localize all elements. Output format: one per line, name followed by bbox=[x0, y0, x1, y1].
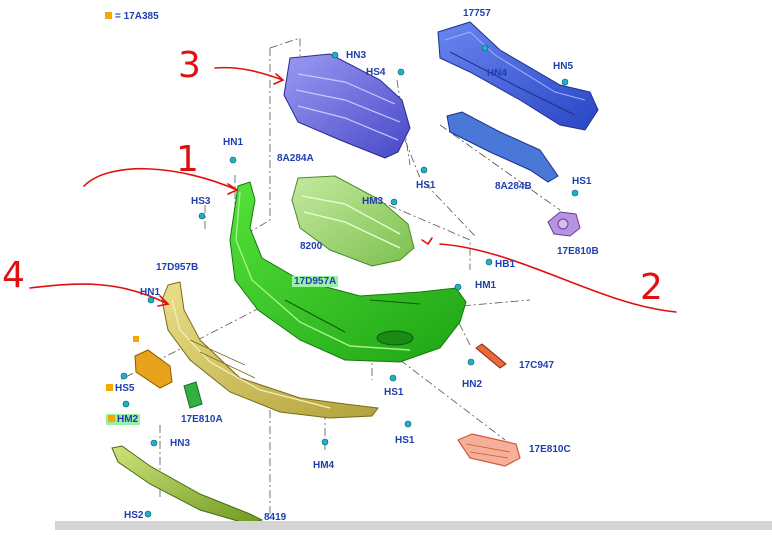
label-hs1-c: HS1 bbox=[384, 387, 404, 398]
annotation-4: 4 bbox=[2, 255, 25, 296]
hs5-swatch bbox=[106, 384, 113, 391]
arrow-2 bbox=[439, 243, 677, 313]
label-hs4: HS4 bbox=[366, 67, 386, 78]
fastener-hm1 bbox=[454, 283, 462, 291]
label-hm1: HM1 bbox=[475, 280, 497, 291]
label-hs5: HS5 bbox=[106, 383, 134, 394]
strip-17c947 bbox=[475, 343, 507, 369]
label-hn3-low: HN3 bbox=[170, 438, 191, 449]
label-hs5-text: HS5 bbox=[115, 383, 135, 394]
label-hn3-top: HN3 bbox=[346, 50, 367, 61]
bumper-cover-17d957a bbox=[229, 181, 467, 363]
reinforcement-beam-17757 bbox=[437, 21, 599, 131]
label-hs1-a: HS1 bbox=[416, 180, 436, 191]
arrow-3 bbox=[214, 66, 284, 81]
label-hs1-b: HS1 bbox=[572, 176, 592, 187]
valance-17d957b bbox=[161, 281, 379, 419]
label-8200: 8200 bbox=[300, 241, 323, 252]
label-hm3: HM3 bbox=[362, 196, 384, 207]
fastener-hn3-top bbox=[331, 51, 339, 59]
fastener-hs3 bbox=[198, 212, 206, 220]
label-17e810c: 17E810C bbox=[529, 444, 571, 455]
label-hm4: HM4 bbox=[313, 460, 335, 471]
annotation-3: 3 bbox=[178, 45, 201, 86]
fastener-hm2 bbox=[122, 400, 130, 408]
fastener-hs1-a bbox=[420, 166, 428, 174]
label-8419: 8419 bbox=[264, 512, 287, 523]
legend-text: = 17A385 bbox=[115, 11, 159, 22]
label-hs3: HS3 bbox=[191, 196, 211, 207]
label-hb1: HB1 bbox=[495, 259, 516, 270]
label-8a284a: 8A284A bbox=[277, 153, 314, 164]
fastener-hs1-d bbox=[404, 420, 412, 428]
annotation-2: 2 bbox=[640, 267, 663, 308]
fastener-hs1-c bbox=[389, 374, 397, 382]
label-hn2: HN2 bbox=[462, 379, 483, 390]
fastener-17757 bbox=[481, 44, 489, 52]
fastener-hs2 bbox=[144, 510, 152, 518]
fastener-hn2 bbox=[467, 358, 475, 366]
reflector-17e810c bbox=[457, 433, 521, 467]
fastener-hn1-top bbox=[229, 156, 237, 164]
cover-17e810b bbox=[547, 211, 581, 237]
bracket-17a385 bbox=[133, 336, 173, 389]
plate-17e810a bbox=[183, 381, 203, 409]
label-hn5: HN5 bbox=[553, 61, 574, 72]
label-17e810a: 17E810A bbox=[181, 414, 223, 425]
label-hm2: HM2 bbox=[106, 414, 141, 425]
lower-spoiler-8419 bbox=[111, 445, 264, 525]
fasteners bbox=[120, 44, 579, 518]
legend-swatch bbox=[105, 12, 112, 19]
fastener-hn3-low bbox=[150, 439, 158, 447]
bottom-scrollbar[interactable] bbox=[55, 521, 772, 530]
label-hs1-d: HS1 bbox=[395, 435, 415, 446]
label-hs2: HS2 bbox=[124, 510, 144, 521]
label-hn1-left: HN1 bbox=[140, 287, 161, 298]
fastener-hs1-b bbox=[571, 189, 579, 197]
annotation-1: 1 bbox=[176, 139, 199, 180]
upper-grille-8a284a bbox=[283, 53, 411, 159]
bracket-8a284b bbox=[446, 111, 559, 183]
fastener-hs5 bbox=[120, 372, 128, 380]
annotation-arrows bbox=[29, 66, 677, 313]
hm2-swatch bbox=[108, 415, 115, 422]
label-17c947: 17C947 bbox=[519, 360, 555, 371]
fastener-hm4 bbox=[321, 438, 329, 446]
arrow-1 bbox=[83, 167, 238, 191]
fastener-hm3 bbox=[390, 198, 398, 206]
label-hn1-top: HN1 bbox=[223, 137, 244, 148]
fastener-hn5 bbox=[561, 78, 569, 86]
label-17757: 17757 bbox=[463, 8, 491, 19]
fastener-hb1 bbox=[485, 258, 493, 266]
arrow-4 bbox=[29, 283, 169, 305]
legend: = 17A385 bbox=[105, 11, 159, 22]
label-hn4: HN4 bbox=[487, 68, 508, 79]
fastener-hs4 bbox=[397, 68, 405, 76]
label-17d957b: 17D957B bbox=[156, 262, 199, 273]
label-17d957a: 17D957A bbox=[292, 276, 339, 287]
grille-8200 bbox=[291, 175, 415, 267]
label-hm2-text: HM2 bbox=[117, 414, 139, 425]
label-17e810b: 17E810B bbox=[557, 246, 599, 257]
label-8a284b: 8A284B bbox=[495, 181, 532, 192]
